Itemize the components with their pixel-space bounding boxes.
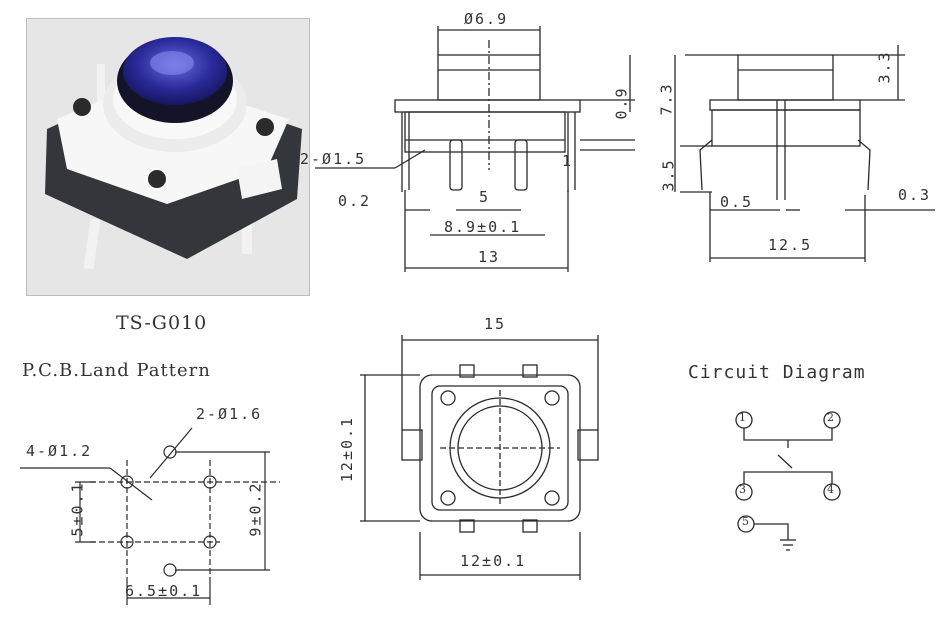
pcb-dim-2x16: 2-Ø1.6 bbox=[196, 405, 263, 423]
pcb-dim-65: 6.5±0.1 bbox=[125, 582, 203, 600]
pin-5-label: 5 bbox=[742, 515, 749, 528]
dim-02: 0.2 bbox=[338, 192, 372, 210]
top-dim-12-horizontal: 12±0.1 bbox=[460, 552, 527, 570]
pcb-dim-4x12: 4-Ø1.2 bbox=[26, 442, 93, 460]
dim-pin-holes: 2-Ø1.5 bbox=[300, 150, 367, 168]
pcb-dim-5: 5±0.1 bbox=[68, 481, 87, 537]
dim-33: 3.3 bbox=[875, 50, 894, 84]
pcb-title: P.C.B.Land Pattern bbox=[22, 360, 211, 381]
switch-photo-drawing bbox=[45, 37, 302, 270]
top-view-drawing bbox=[360, 335, 599, 580]
dim-09: 0.9 bbox=[612, 86, 631, 120]
pin-4-label: 4 bbox=[827, 483, 834, 496]
product-photo bbox=[26, 18, 310, 296]
front-view-drawing bbox=[315, 26, 635, 272]
circuit-title: Circuit Diagram bbox=[688, 362, 866, 383]
pin-3-label: 3 bbox=[739, 483, 746, 496]
dim-05: 0.5 bbox=[720, 193, 754, 211]
dim-03: 0.3 bbox=[898, 186, 932, 204]
side-view-drawing bbox=[674, 45, 935, 262]
dim-5: 5 bbox=[479, 188, 491, 206]
dim-1: 1 bbox=[562, 152, 574, 170]
dim-cap-diameter: Ø6.9 bbox=[464, 10, 509, 28]
dim-13: 13 bbox=[478, 248, 501, 266]
pin-1-label: 1 bbox=[739, 411, 746, 424]
dim-73: 7.3 bbox=[657, 82, 676, 116]
model-label: TS-G010 bbox=[116, 312, 208, 334]
dim-35: 3.5 bbox=[659, 158, 678, 192]
pin-2-label: 2 bbox=[827, 411, 834, 424]
pcb-dim-9: 9±0.2 bbox=[246, 481, 265, 537]
pcb-pattern-drawing bbox=[20, 427, 280, 605]
dim-125: 12.5 bbox=[768, 236, 813, 254]
top-dim-15: 15 bbox=[484, 315, 507, 333]
circuit-diagram bbox=[735, 411, 841, 551]
top-dim-12-vertical: 12±0.1 bbox=[338, 415, 357, 483]
dim-89: 8.9±0.1 bbox=[444, 218, 522, 236]
